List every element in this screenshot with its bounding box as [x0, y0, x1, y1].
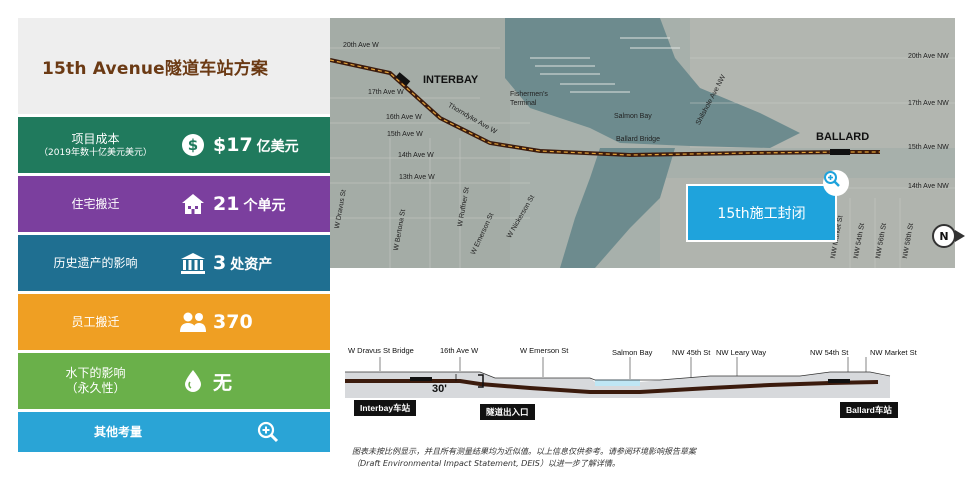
profile-label-emerson: W Emerson St [520, 346, 569, 355]
profile-label-16th: 16th Ave W [440, 346, 479, 355]
street-14th-ave-nw: 14th Ave NW [908, 183, 949, 190]
label-ballard-bridge: Ballard Bridge [616, 136, 660, 143]
profile-label-nw54: NW 54th St [810, 348, 849, 357]
profile-depth-label: 30' [432, 383, 447, 395]
metric-water: 水下的影响 （永久性） 无 [18, 353, 330, 409]
tunnel-profile: W Dravus St Bridge 16th Ave W W Emerson … [330, 340, 955, 430]
disclaimer-note: 图表未按比例显示，并且所有测量结果均为近似值。以上信息仅供参考。请参阅环境影响报… [352, 447, 696, 468]
historic-building-icon [173, 252, 213, 274]
metric-water-value: 无 [213, 371, 233, 394]
label-salmon-bay: Salmon Bay [614, 113, 652, 120]
zoom-in-icon[interactable] [823, 170, 849, 196]
metric-historic-value: 3 [213, 252, 227, 274]
metric-water-label: 水下的影响 [65, 366, 126, 380]
profile-diagram [345, 357, 891, 398]
street-15th-ave-w: 15th Ave W [387, 131, 423, 138]
label-ballard: BALLARD [816, 131, 870, 143]
street-14th-ave-w: 14th Ave W [398, 152, 434, 159]
north-arrow-icon: N [932, 224, 956, 248]
street-17th-ave-nw: 17th Ave NW [908, 100, 949, 107]
metric-historic-unit: 处资产 [230, 257, 273, 273]
profile-label-dravus: W Dravus St Bridge [348, 346, 414, 355]
construction-closure-callout[interactable]: 15th施工封闭 [686, 184, 837, 242]
page-title: 15th Avenue隧道车站方案 [42, 58, 269, 79]
tunnel-portal-label: 隧道出入口 [480, 404, 535, 420]
street-20th-ave-w: 20th Ave W [343, 42, 379, 49]
house-icon [173, 192, 213, 216]
profile-label-salmon-bay: Salmon Bay [612, 348, 653, 357]
street-17th-ave-w: 17th Ave W [368, 89, 404, 96]
zoom-in-icon [248, 421, 288, 443]
metric-employees: 员工搬迁 370 [18, 294, 330, 350]
metric-residential-unit: 个单元 [243, 198, 286, 214]
label-interbay: INTERBAY [423, 74, 479, 86]
street-20th-ave-nw: 20th Ave NW [908, 53, 949, 60]
profile-label-market: NW Market St [870, 348, 917, 357]
ballard-station-label: Ballard车站 [840, 402, 898, 418]
metric-employees-value: 370 [213, 311, 253, 333]
street-15th-ave-nw: 15th Ave NW [908, 144, 949, 151]
title-box: 15th Avenue隧道车站方案 [18, 18, 330, 114]
svg-text:$: $ [188, 136, 198, 154]
street-16th-ave-w: 16th Ave W [386, 114, 422, 121]
metrics-panel: 15th Avenue隧道车站方案 项目成本 （2019年数十亿美元美元） $ … [18, 18, 330, 452]
profile-label-leary: NW Leary Way [716, 348, 767, 357]
people-icon [173, 311, 213, 333]
interbay-station-label: Interbay车站 [354, 400, 417, 416]
profile-label-nw45: NW 45th St [672, 348, 711, 357]
other-considerations-button[interactable]: 其他考量 [18, 412, 330, 452]
metric-cost-value: $17 [213, 134, 253, 156]
other-considerations-label: 其他考量 [93, 424, 142, 439]
metric-historic-label: 历史遗产的影响 [53, 255, 138, 270]
north-pointer-icon [955, 230, 965, 242]
water-drop-icon [173, 369, 213, 393]
metric-cost-unit: 亿美元 [256, 139, 299, 155]
label-fishermens-terminal: Fishermen's Terminal [510, 91, 548, 107]
metric-residential-value: 21 [213, 193, 240, 215]
street-13th-ave-w: 13th Ave W [399, 174, 435, 181]
map-background [330, 18, 955, 268]
metric-cost-sublabel: （2019年数十亿美元美元） [39, 147, 152, 158]
metric-cost-label: 项目成本 [71, 131, 120, 146]
dollar-icon: $ [173, 133, 213, 157]
metric-water-sublabel: （永久性） [65, 381, 126, 395]
metric-employees-label: 员工搬迁 [71, 314, 120, 329]
aerial-map: INTERBAY BALLARD 20th Ave W 17th Ave W 1… [330, 18, 955, 268]
metric-residential-label: 住宅搬迁 [71, 196, 120, 211]
